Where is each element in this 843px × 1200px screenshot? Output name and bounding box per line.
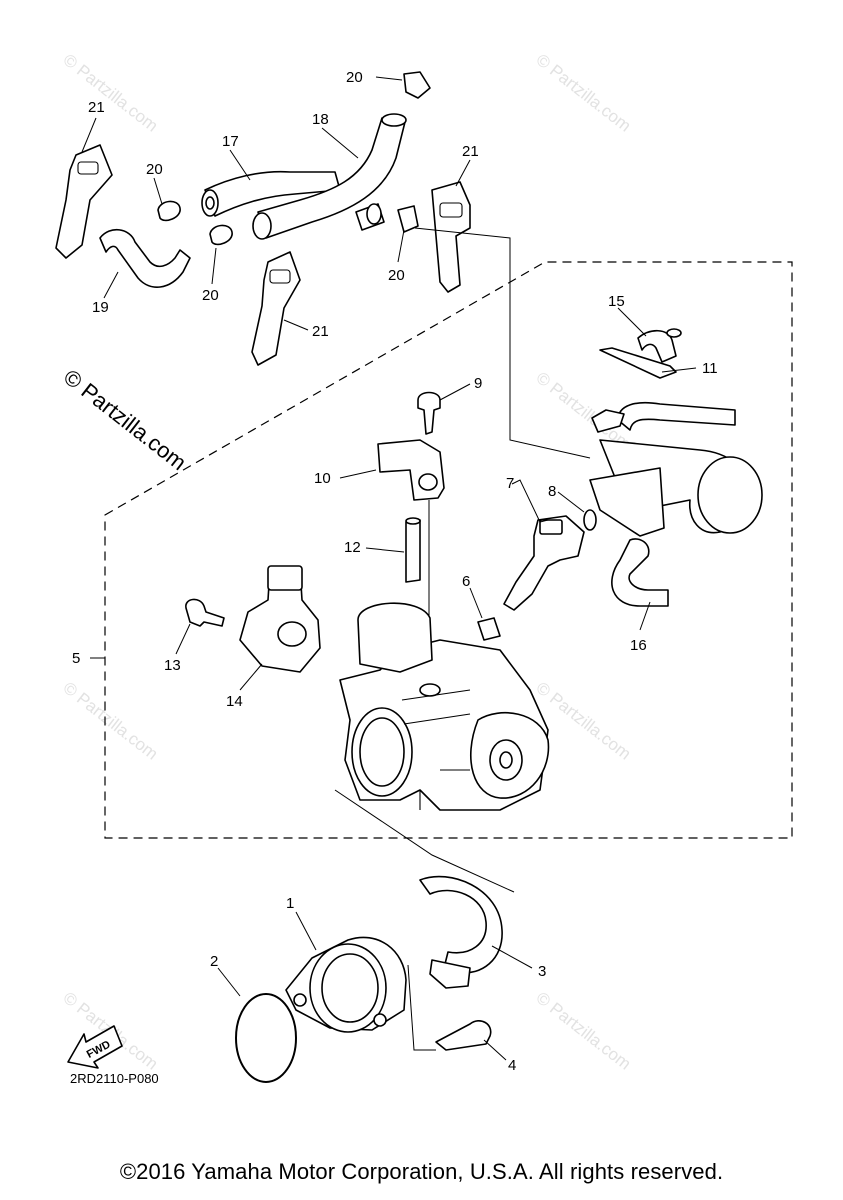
clamp-20-top [403,71,431,99]
sensor-group [377,391,445,690]
throttle-body [339,602,550,811]
throttle-bore-inner [359,717,405,787]
watermark: © Partzilla.com [533,368,635,454]
pipe-assembly [617,401,736,431]
bracket-21-left [55,144,113,259]
clamp-screw [429,959,471,989]
watermark: © Partzilla.com [533,50,635,136]
watermark-large: © Partzilla.com [59,364,191,475]
watermark: © Partzilla.com [533,988,635,1074]
callout-21: 21 [462,143,479,160]
collar-12 [405,519,421,583]
tps-bore [277,621,307,647]
callout-18: 18 [312,111,329,128]
callout-5: 5 [72,650,80,667]
callout-2: 2 [210,953,218,970]
idle-actuator [357,602,433,673]
diagram-code: 2RD2110-P080 [70,1071,159,1086]
valve-bolt [591,409,625,433]
callout-1: 1 [286,895,294,912]
callout-20: 20 [146,161,163,178]
bracket-slot [77,161,99,175]
bracket-21-bottom [251,251,301,366]
hose-16 [611,538,669,607]
bracket-21-right [431,181,471,293]
callout-15: 15 [608,293,625,310]
callout-14: 14 [226,693,243,710]
callout-9: 9 [474,375,482,392]
bracket-slot [439,202,463,218]
clamp-20-middle [209,224,233,246]
callout-16: 16 [630,637,647,654]
pulley-center [499,751,513,769]
callout-8: 8 [548,483,556,500]
injector-group [477,509,597,641]
screw-9 [417,391,441,435]
callout-7: 7 [506,475,514,492]
leader-lines [81,76,697,1061]
watermark: © Partzilla.com [60,50,162,136]
tps-connector [267,565,303,591]
callout-6: 6 [462,573,470,590]
valve-bracket [589,467,665,537]
callout-10: 10 [314,470,331,487]
sensor-bore [418,473,438,491]
body-port [419,683,441,697]
hose-18-end [252,212,272,240]
collar-top [405,517,421,525]
bolt-4 [435,1020,492,1051]
assembly-outline [104,261,793,839]
hose-15 [637,329,677,363]
callouts: 20 21 17 18 20 21 20 19 20 21 15 11 9 10… [72,69,718,1074]
callout-11: 11 [702,360,718,377]
callout-20: 20 [388,267,405,284]
watermark: © Partzilla.com [60,678,162,764]
right-valve-group [589,328,763,607]
hose-18-top [381,113,407,127]
screw-13 [185,598,225,627]
hose-17-bore [205,196,215,210]
callout-19: 19 [92,299,109,316]
callout-20: 20 [346,69,363,86]
valve-canister [697,456,763,534]
callout-21: 21 [88,99,105,116]
fwd-arrow-icon [67,1025,123,1069]
intake-pressure-sensor-10 [377,439,445,501]
hose-15-end [666,328,682,338]
callout-21: 21 [312,323,329,340]
hose-18 [257,117,406,239]
leader-line [334,789,515,1051]
clamp-20-left [157,200,181,222]
injector-connector [539,519,563,535]
leader-line [414,227,591,459]
intake-joint-group [235,789,515,1083]
body-detail [401,689,471,810]
upper-hoses [55,71,471,366]
copyright-notice: ©2016 Yamaha Motor Corporation, U.S.A. A… [119,1159,724,1184]
injector-7 [503,515,585,611]
joint-bolt-hole [293,993,307,1007]
fwd-arrow: FWD [67,1025,123,1069]
callout-12: 12 [344,539,361,556]
bracket-slot [269,269,291,284]
hose-19 [99,229,191,288]
o-ring-8 [583,509,597,531]
callout-4: 4 [508,1057,516,1074]
o-ring-2 [235,993,297,1083]
callout-3: 3 [538,963,546,980]
injector-seal-6 [477,617,501,641]
tps-group [185,565,321,673]
hose-joint-end [366,203,382,225]
callout-17: 17 [222,133,239,150]
callout-13: 13 [164,657,181,674]
joint-bolt-hole [373,1013,387,1027]
clamp-20-right [397,205,419,233]
bracket-11 [599,347,677,379]
intake-joint-inner [321,953,379,1023]
hose-clamp-3 [419,875,503,974]
callout-20: 20 [202,287,219,304]
